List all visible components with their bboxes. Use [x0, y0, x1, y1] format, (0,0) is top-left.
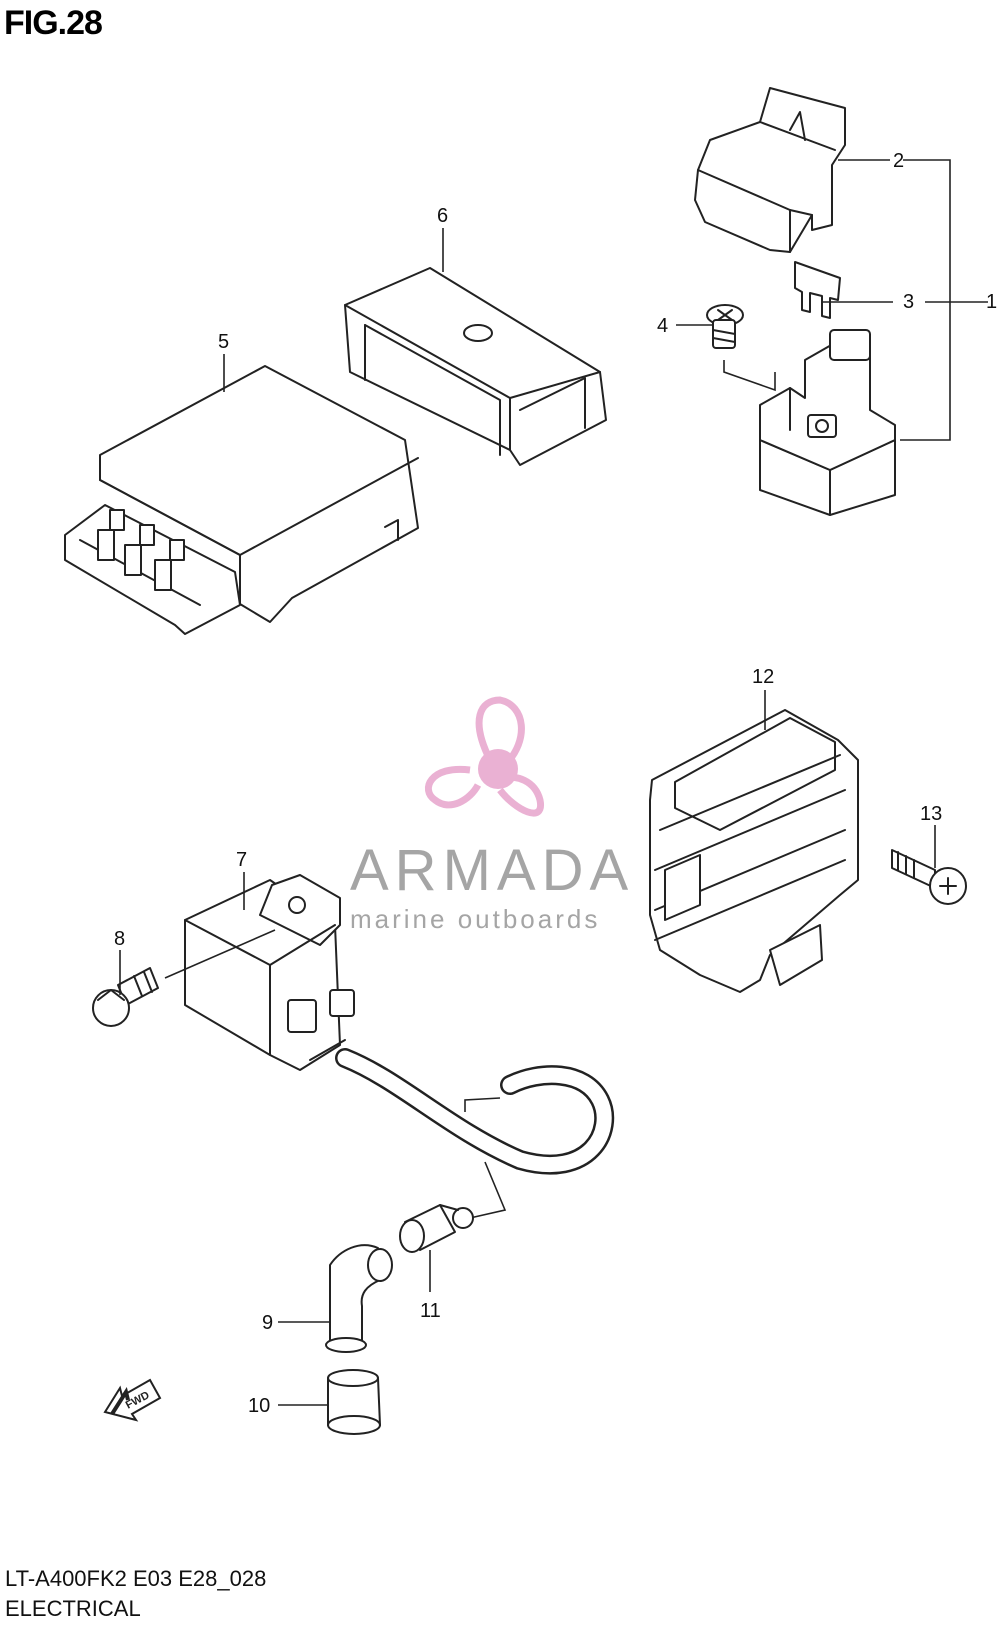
callout-8: 8: [114, 928, 125, 950]
callout-3: 3: [903, 291, 914, 313]
part-10-plug-boot: [327, 1369, 381, 1435]
part-6-case-cover: [344, 267, 607, 466]
leader-lines: [119, 159, 950, 1406]
callout-1: 1: [986, 291, 997, 313]
part-13-bolt: [891, 849, 967, 905]
callout-12: 12: [752, 666, 774, 688]
assembly-bracket: [900, 159, 988, 441]
lead-break-line-upper: [464, 1097, 501, 1112]
diagram-code: LT-A400FK2 E03 E28_028: [5, 1566, 267, 1591]
ignition-lead: [335, 1048, 615, 1175]
part-2-relay-cover: [694, 87, 846, 253]
watermark-tagline: marine outboards: [350, 904, 600, 934]
part-7-ignition-coil: [184, 874, 355, 1071]
propeller-logo-icon: [424, 696, 544, 817]
part-9-plug-cap: [325, 1244, 393, 1353]
part-11-plug-cap-nut: [399, 1204, 474, 1253]
part-4-screw: [706, 304, 744, 349]
callout-13: 13: [920, 803, 942, 825]
coil-bolt-line: [164, 929, 276, 979]
screw-break-line: [723, 360, 776, 392]
callout-4: 4: [657, 315, 668, 337]
watermark-brand: ARMADA: [350, 838, 634, 903]
callout-10: 10: [248, 1395, 270, 1417]
part-1-starter-relay: [759, 329, 896, 516]
section-name: ELECTRICAL: [5, 1596, 141, 1621]
fwd-arrow-icon: FWD: [103, 1378, 162, 1422]
part-12-regulator-rectifier: [649, 709, 859, 993]
callout-6: 6: [437, 205, 448, 227]
callout-9: 9: [262, 1312, 273, 1334]
part-8-bolt: [92, 967, 159, 1027]
part-3-fuse: [794, 261, 841, 319]
callout-5: 5: [218, 331, 229, 353]
callout-2: 2: [893, 150, 904, 172]
callout-11: 11: [420, 1300, 441, 1322]
figure-title: FIG.28: [4, 4, 103, 42]
part-5-ecm-unit: [64, 365, 419, 635]
lead-break-line-lower: [469, 1161, 507, 1219]
watermark: ARMADA marine outboards: [350, 696, 634, 934]
callout-7: 7: [236, 849, 247, 871]
